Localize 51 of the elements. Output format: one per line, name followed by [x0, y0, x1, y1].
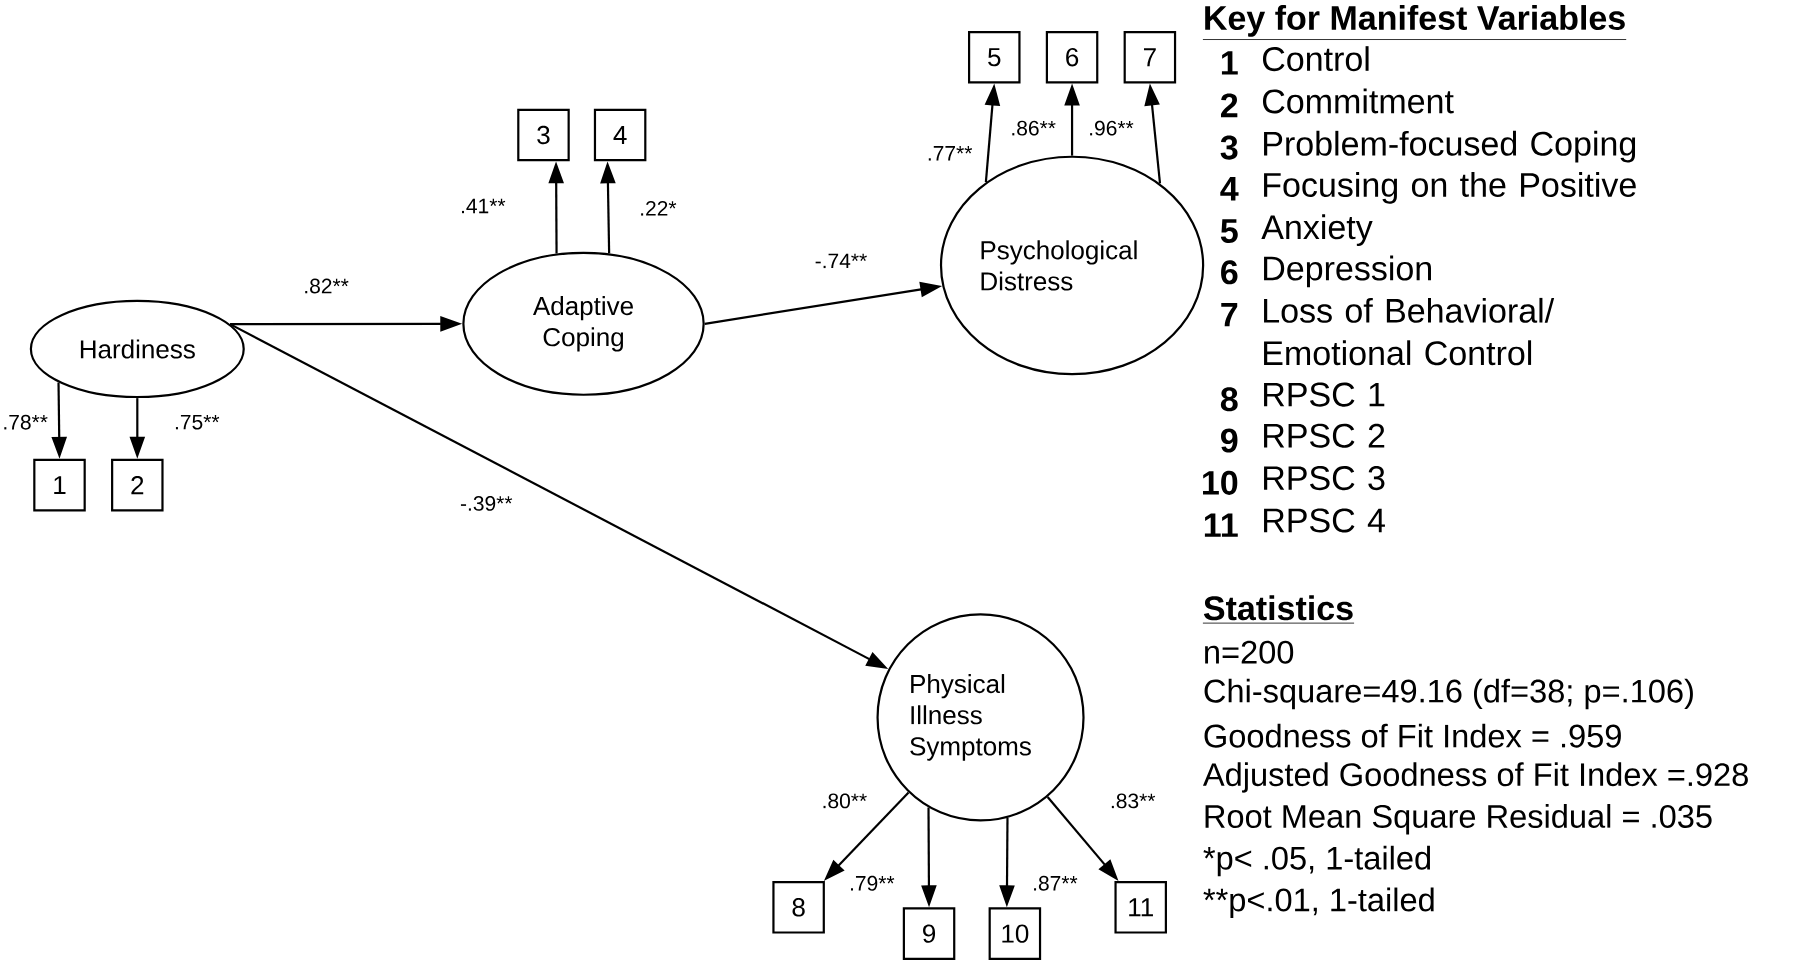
- key-number: 3: [1220, 135, 1238, 160]
- key-number: 8: [1220, 387, 1238, 412]
- statistics-line: Goodness of Fit Index = .959: [1204, 723, 1621, 748]
- statistics-line: Adjusted Goodness of Fit Index =.928: [1202, 762, 1748, 793]
- path-coefficient: .79**: [847, 874, 897, 893]
- indicator-box: 2: [111, 459, 164, 512]
- key-heading: Key for Manifest Variables: [1202, 5, 1627, 41]
- path-coefficient: .75**: [172, 413, 222, 432]
- statistics-line: *p< .05, 1-tailed: [1203, 846, 1431, 877]
- path-coefficient: .83**: [1107, 791, 1158, 811]
- path-coefficient: -.39**: [458, 494, 515, 514]
- key-number: 11: [1204, 513, 1238, 538]
- key-text: Commitment: [1263, 88, 1454, 114]
- indicator-box: 4: [593, 109, 647, 162]
- indicator-box: 10: [988, 907, 1042, 961]
- key-number: 10: [1203, 471, 1238, 496]
- path-coefficient: .78**: [0, 413, 50, 432]
- statistics-line: n=200: [1205, 640, 1294, 664]
- indicator-box: 11: [1114, 881, 1167, 934]
- key-text: Loss of Behavioral/ Emotional Control: [1264, 298, 1555, 366]
- statistics-heading: Statistics: [1202, 595, 1355, 624]
- indicator-box: 8: [772, 881, 825, 934]
- key-number: 1: [1221, 51, 1238, 75]
- path-coefficient: .80**: [819, 791, 870, 811]
- key-text: RPSC 4: [1264, 508, 1385, 533]
- path-coefficient: .22*: [637, 199, 679, 218]
- key-text: RPSC 2: [1264, 424, 1385, 449]
- indicator-box: 7: [1123, 31, 1177, 84]
- key-text: Focusing on the Positive: [1264, 172, 1636, 204]
- path-coefficient: .87**: [1030, 874, 1080, 893]
- statistics-line: Root Mean Square Residual = .035: [1205, 804, 1712, 835]
- path-coefficient: .86**: [1008, 118, 1058, 138]
- key-text: Control: [1263, 46, 1369, 72]
- indicator-box: 6: [1045, 31, 1099, 84]
- path-coefficient: .82**: [301, 276, 351, 296]
- indicator-box: 5: [968, 31, 1021, 84]
- key-text: RPSC 3: [1264, 466, 1385, 491]
- indicator-box: 1: [33, 459, 86, 512]
- path-coefficient: .41**: [458, 196, 508, 216]
- path-coefficient: -.74**: [812, 251, 870, 271]
- statistics-line: **p<.01, 1-tailed: [1203, 887, 1434, 919]
- indicator-box: 9: [902, 907, 956, 961]
- key-text: RPSC 1: [1264, 382, 1385, 407]
- key-text: Problem-focused Coping: [1264, 131, 1636, 163]
- path-coefficient: .96**: [1086, 118, 1136, 138]
- indicator-box: 3: [517, 109, 570, 162]
- statistics-line: Chi-square=49.16 (df=38; p=.106): [1204, 679, 1693, 710]
- key-text: Depression: [1264, 255, 1431, 288]
- key-text: Anxiety: [1261, 214, 1373, 247]
- key-number: 2: [1221, 93, 1238, 118]
- key-number: 9: [1221, 428, 1238, 453]
